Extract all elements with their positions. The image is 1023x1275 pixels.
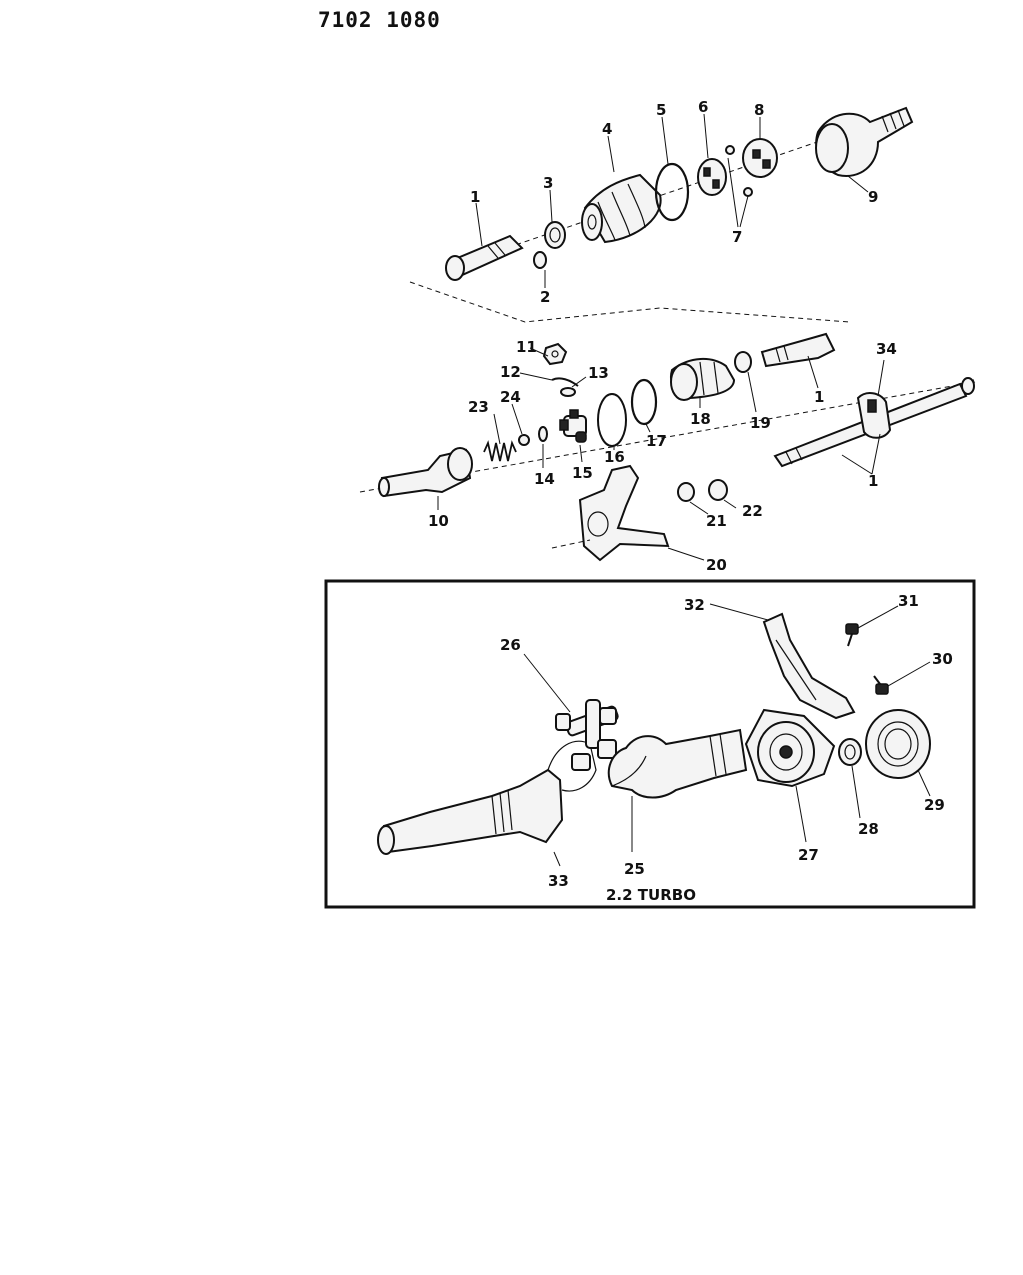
callout-3: 3 xyxy=(543,174,553,192)
part-15-spider xyxy=(559,409,587,443)
callout-4: 4 xyxy=(602,120,612,138)
part-1-shaft xyxy=(445,234,524,281)
lower-assembly xyxy=(359,332,976,562)
inset-frame xyxy=(324,579,976,909)
part-17-ring xyxy=(630,378,658,426)
callout-22: 22 xyxy=(742,502,763,520)
part-13-washer xyxy=(560,387,576,397)
callout-19: 19 xyxy=(750,414,771,432)
callout-33: 33 xyxy=(548,872,569,890)
part-33-stub-shaft xyxy=(377,740,597,855)
callout-26: 26 xyxy=(500,636,521,654)
callout-12: 12 xyxy=(500,363,521,381)
turbo-inset xyxy=(324,579,976,909)
callout-8: 8 xyxy=(754,101,764,119)
callout-21: 21 xyxy=(706,512,727,530)
part-29-seal xyxy=(865,709,931,779)
part-10-tripod-housing xyxy=(378,447,473,498)
part-16-ring xyxy=(597,393,627,447)
part-26-universal-joint xyxy=(555,699,619,771)
part-1-shaft-inner xyxy=(760,332,836,368)
part-9-outer-housing xyxy=(815,106,914,177)
part-24-cup xyxy=(518,434,530,446)
callout-5: 5 xyxy=(656,101,666,119)
callout-6: 6 xyxy=(698,98,708,116)
part-23-spring xyxy=(483,440,517,462)
part-12-cotter-pin xyxy=(551,377,579,387)
callout-labels: 1 2 3 4 5 6 7 8 9 11 12 13 23 24 14 15 1… xyxy=(428,98,953,904)
part-20-knuckle xyxy=(551,464,670,562)
part-7-ball xyxy=(743,187,753,197)
part-3-clamp xyxy=(544,221,566,249)
part-32-bracket xyxy=(762,612,856,720)
callout-28: 28 xyxy=(858,820,879,838)
callout-16: 16 xyxy=(604,448,625,466)
part-11-nut xyxy=(542,342,568,366)
part-2-ring xyxy=(533,251,547,269)
callout-1-long: 1 xyxy=(868,472,878,490)
callout-14: 14 xyxy=(534,470,555,488)
part-25-yoke-shaft xyxy=(607,728,748,799)
part-18-boot xyxy=(670,358,736,401)
part-28-washer xyxy=(838,738,862,766)
callout-15: 15 xyxy=(572,464,593,482)
part-14-ring xyxy=(538,426,548,442)
part-6-cage xyxy=(697,158,727,196)
part-34-damper xyxy=(856,392,892,439)
callout-24: 24 xyxy=(500,388,521,406)
callout-9: 9 xyxy=(868,188,878,206)
callout-11: 11 xyxy=(516,338,537,356)
inset-caption: 2.2 TURBO xyxy=(606,886,696,904)
group-bracket-line xyxy=(409,281,851,323)
callout-1: 1 xyxy=(470,188,480,206)
part-5-snap-ring xyxy=(654,162,690,222)
part-21-seal xyxy=(677,482,695,502)
callout-23: 23 xyxy=(468,398,489,416)
part-30-bolt xyxy=(873,675,889,695)
part-4-boot xyxy=(581,173,662,244)
part-31-bolt xyxy=(845,623,859,647)
part-8-inner-race xyxy=(742,138,778,178)
callout-17: 17 xyxy=(646,432,667,450)
callout-30: 30 xyxy=(932,650,953,668)
callout-18: 18 xyxy=(690,410,711,428)
callout-27: 27 xyxy=(798,846,819,864)
upper-assembly xyxy=(445,106,914,288)
callout-7: 7 xyxy=(732,228,742,246)
callout-29: 29 xyxy=(924,796,945,814)
callout-1-inner: 1 xyxy=(814,388,824,406)
part-22-nut xyxy=(708,479,728,501)
callout-2: 2 xyxy=(540,288,550,306)
callout-31: 31 xyxy=(898,592,919,610)
callout-32: 32 xyxy=(684,596,705,614)
callout-34: 34 xyxy=(876,340,897,358)
part-19-clamp xyxy=(734,351,752,373)
drawing-number: 7102 1080 xyxy=(318,8,441,32)
callout-13: 13 xyxy=(588,364,609,382)
callout-20: 20 xyxy=(706,556,727,574)
part-7-ball xyxy=(725,145,735,155)
callout-10: 10 xyxy=(428,512,449,530)
callout-25: 25 xyxy=(624,860,645,878)
part-27-center-bearing xyxy=(744,708,836,788)
